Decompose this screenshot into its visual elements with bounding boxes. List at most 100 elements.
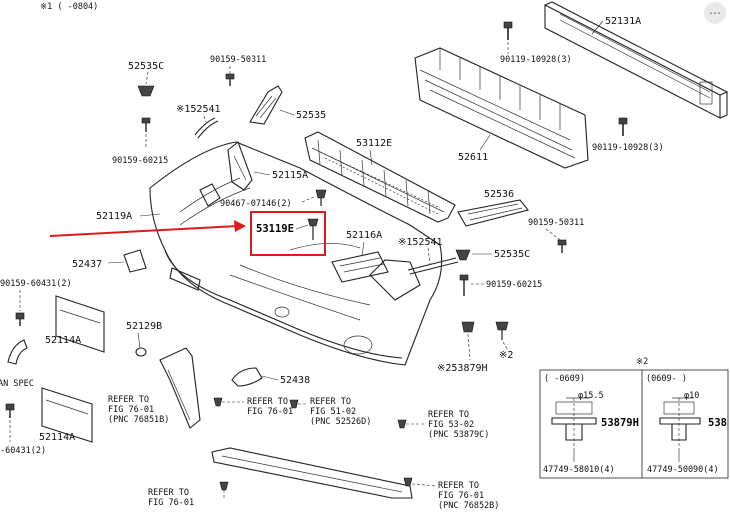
inset-right-range: (0609- ): [646, 374, 687, 384]
svg-text:(PNC 53879C): (PNC 53879C): [428, 430, 489, 440]
clip-90467: [315, 189, 327, 206]
label-90159-60215-left: 90159-60215: [112, 156, 168, 166]
reinforcement-52131A: [544, 1, 729, 119]
bracket-52114A-bottom: [41, 387, 93, 443]
clip-52535C-top: [137, 85, 155, 97]
svg-text:FIG 53-02: FIG 53-02: [428, 420, 474, 430]
retainer-52536: [457, 199, 529, 227]
seal-52129B: [135, 347, 147, 357]
cap-52437: [123, 249, 147, 273]
svg-text:FIG 76-01: FIG 76-01: [148, 498, 194, 508]
svg-text:REFER TO: REFER TO: [148, 488, 189, 498]
refer-block-1[interactable]: REFER TO FIG 76-01 (PNC 76851B): [108, 395, 169, 425]
header-note: ※1 ( -0804): [40, 2, 98, 12]
label-note-2: ※2: [499, 350, 513, 361]
inset-title: ※2: [636, 357, 648, 367]
trim-piece-left: [7, 339, 28, 365]
more-options-button[interactable]: ⋯: [704, 2, 726, 24]
label-53879H: ※253879H: [437, 363, 488, 374]
bracket-52115A: [227, 141, 253, 191]
label-52541-right: ※152541: [398, 237, 443, 248]
label-53112E: 53112E: [356, 138, 392, 149]
inset-left-clip: [551, 397, 597, 446]
lower-spoiler-lower: [211, 447, 413, 499]
inset-right-part: 538: [708, 417, 727, 429]
clip-52535C-right: [455, 249, 471, 261]
screw-90159-60431-bottom: [5, 403, 15, 418]
svg-text:REFER TO: REFER TO: [310, 397, 351, 407]
refer-block-2[interactable]: REFER TO FIG 76-01: [247, 397, 293, 417]
seal-52541-left: [194, 117, 219, 139]
svg-text:REFER TO: REFER TO: [428, 410, 469, 420]
label-90467: 90467-07146(2): [220, 199, 292, 209]
svg-text:FIG 76-01: FIG 76-01: [108, 405, 154, 415]
svg-text:FIG 51-02: FIG 51-02: [310, 407, 356, 417]
label-52535C-right: 52535C: [494, 249, 530, 260]
svg-text:REFER TO: REFER TO: [438, 481, 479, 491]
svg-text:(PNC 76851B): (PNC 76851B): [108, 415, 169, 425]
svg-text:(PNC 76852B): (PNC 76852B): [438, 501, 499, 511]
inset-left-code: 47749-58010(4): [543, 465, 615, 475]
label-52119A: 52119A: [96, 211, 132, 222]
refer-block-5[interactable]: REFER TO FIG 76-01: [148, 488, 194, 508]
label-90159-50311-right: 90159-50311: [528, 218, 584, 228]
inset-left-range: ( -0609): [544, 374, 585, 384]
more-icon: ⋯: [709, 6, 721, 20]
inset-left-dim: φ15.5: [578, 391, 604, 401]
spoiler-clips: [213, 397, 413, 491]
clip-53879H: [461, 321, 509, 340]
inset-left-part: 53879H: [601, 417, 639, 429]
bracket-52114A-top: [55, 295, 105, 353]
label-52535C-top: 52535C: [128, 61, 164, 72]
lower-spoiler-upper: [159, 347, 201, 429]
label-52437: 52437: [72, 259, 102, 270]
label-52438: 52438: [280, 375, 310, 386]
bracket-52116A: [331, 251, 389, 283]
label-52131A: 52131A: [605, 16, 641, 27]
screw-90159-50311-right: [557, 239, 567, 253]
bolt-90119-top: [503, 21, 513, 40]
label-52115A: 52115A: [272, 170, 308, 181]
screw-90159-50311-top: [225, 73, 235, 86]
bolt-90119-bottom: [618, 117, 628, 136]
label-52114A-bottom: 52114A: [39, 432, 75, 443]
inset-right-clip: [659, 397, 701, 446]
label-52611: 52611: [458, 152, 488, 163]
svg-text:(PNC 52526D): (PNC 52526D): [310, 417, 371, 427]
label-90119-top: 90119-10928(3): [500, 55, 572, 65]
label-53119E: 53119E: [256, 223, 294, 235]
svg-text:FIG 76-01: FIG 76-01: [438, 491, 484, 501]
retainer-52535: [249, 85, 283, 125]
screw-90159-60431-top: [15, 312, 25, 326]
label-90119-bottom: 90119-10928(3): [592, 143, 664, 153]
absorber-52611: [414, 47, 589, 169]
cap-52438: [231, 367, 263, 387]
label-spec: AN SPEC: [0, 379, 34, 389]
label-52116A: 52116A: [346, 230, 382, 241]
label-90159-60431-bottom: -60431(2): [0, 446, 46, 456]
svg-text:REFER TO: REFER TO: [247, 397, 288, 407]
inset-right-code: 47749-50090(4): [647, 465, 719, 475]
bumper-cover-52119A: [149, 141, 443, 366]
inset-box: [539, 369, 729, 479]
grille-53112E: [304, 131, 456, 223]
screw-90159-60215-left: [141, 117, 151, 132]
label-90159-50311-top: 90159-50311: [210, 55, 266, 65]
screw-90159-60215-right: [459, 274, 469, 296]
clip-53119E: [307, 218, 319, 240]
label-52129B: 52129B: [126, 321, 162, 332]
label-90159-60215-right: 90159-60215: [486, 280, 542, 290]
label-52541-left: ※152541: [176, 104, 221, 115]
refer-block-6[interactable]: REFER TO FIG 76-01 (PNC 76852B): [438, 481, 499, 511]
label-52114A-top: 52114A: [45, 335, 81, 346]
seal-52541-right: [407, 257, 459, 275]
label-52535: 52535: [296, 110, 326, 121]
label-52536: 52536: [484, 189, 514, 200]
label-90159-60431-top: 90159-60431(2): [0, 279, 72, 289]
svg-text:FIG 76-01: FIG 76-01: [247, 407, 293, 417]
svg-text:REFER TO: REFER TO: [108, 395, 149, 405]
refer-block-4[interactable]: REFER TO FIG 53-02 (PNC 53879C): [428, 410, 489, 440]
refer-block-3[interactable]: REFER TO FIG 51-02 (PNC 52526D): [310, 397, 371, 427]
